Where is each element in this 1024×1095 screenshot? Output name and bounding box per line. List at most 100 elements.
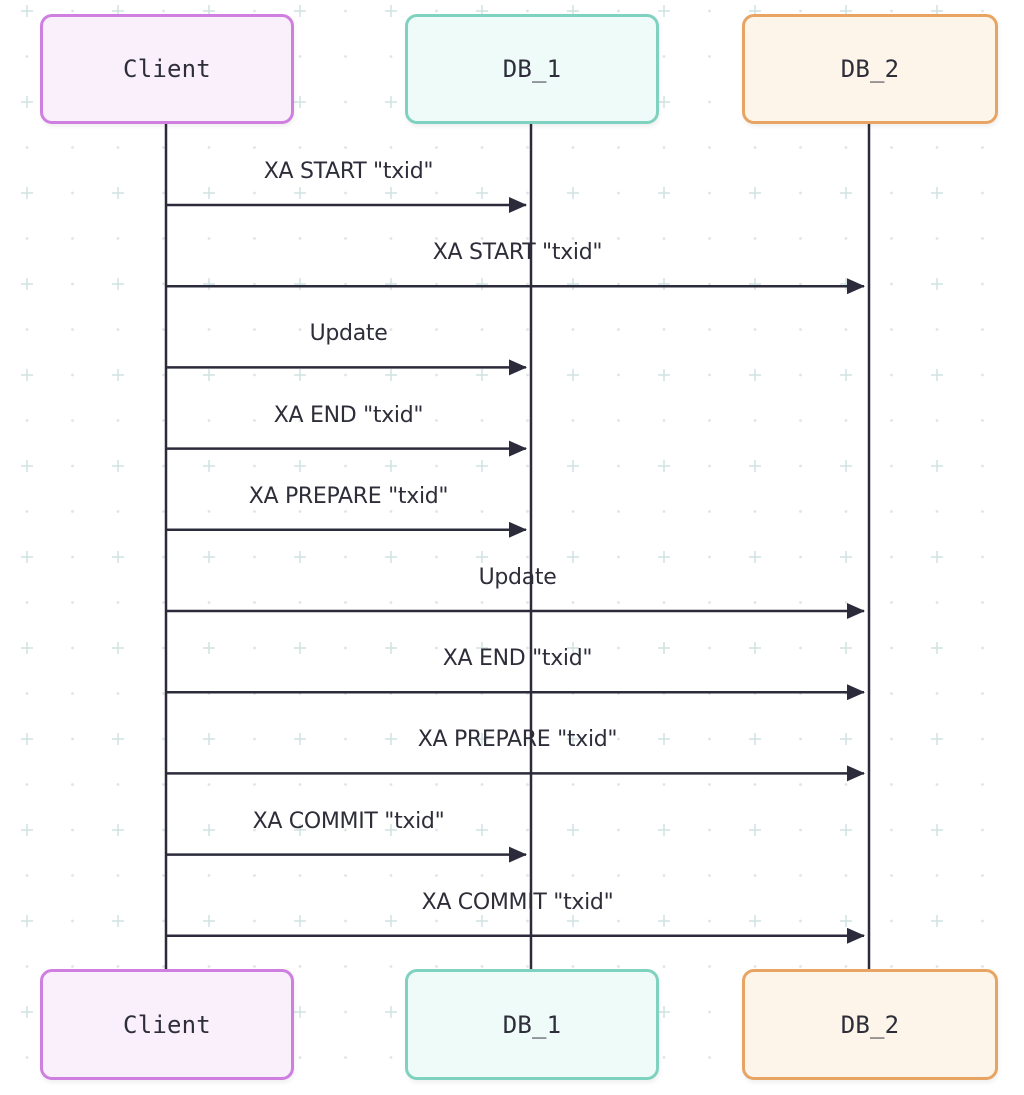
grid-dot	[526, 874, 529, 877]
grid-plus	[567, 733, 579, 745]
grid-dot	[753, 601, 757, 604]
grid-dot	[617, 464, 620, 468]
grid-dot	[298, 146, 302, 149]
grid-dot	[571, 783, 575, 786]
grid-plus	[749, 278, 761, 290]
grid-plus	[567, 369, 579, 381]
grid-dot	[571, 601, 575, 604]
actor-client-bottom[interactable]: Client	[40, 969, 294, 1080]
grid-dot	[890, 555, 893, 559]
grid-dot	[571, 874, 575, 877]
grid-dot	[799, 328, 802, 331]
grid-plus	[749, 187, 761, 199]
grid-dot	[981, 646, 984, 650]
actor-db1-bottom[interactable]: DB_1	[405, 969, 659, 1080]
grid-plus	[112, 369, 124, 381]
grid-dot	[799, 9, 802, 13]
grid-dot	[799, 373, 802, 377]
grid-dot	[708, 1056, 711, 1059]
grid-dot	[162, 237, 165, 240]
grid-dot	[526, 191, 529, 195]
grid-plus	[931, 278, 943, 290]
grid-dot	[662, 237, 666, 240]
grid-dot	[753, 874, 757, 877]
grid-dot	[526, 9, 529, 13]
grid-dot	[480, 874, 484, 877]
grid-dot	[981, 237, 984, 240]
grid-dot	[890, 601, 893, 604]
grid-plus	[294, 915, 306, 927]
grid-plus	[294, 1006, 306, 1018]
grid-dot	[753, 328, 757, 331]
grid-dot	[162, 919, 165, 923]
grid-dot	[344, 9, 347, 13]
actor-db1-top[interactable]: DB_1	[405, 14, 659, 124]
actor-label: DB_2	[840, 55, 900, 83]
grid-plus	[21, 642, 33, 654]
grid-dot	[253, 146, 256, 149]
grid-dot	[708, 55, 711, 58]
grid-dot	[298, 783, 302, 786]
grid-plus	[203, 733, 215, 745]
grid-dot	[526, 646, 529, 650]
grid-dot	[253, 419, 256, 422]
actor-db2-top[interactable]: DB_2	[742, 14, 998, 124]
actor-db2-bottom[interactable]: DB_2	[742, 969, 998, 1080]
actor-client-top[interactable]: Client	[40, 14, 294, 124]
grid-dot	[526, 919, 529, 923]
grid-plus	[658, 824, 670, 836]
grid-dot	[162, 419, 165, 422]
grid-dot	[71, 146, 74, 149]
grid-dot	[253, 9, 256, 13]
grid-dot	[71, 510, 74, 513]
grid-dot	[344, 874, 347, 877]
grid-dot	[617, 783, 620, 786]
grid-dot	[253, 510, 256, 513]
message-label: XA START "txid"	[432, 240, 603, 266]
grid-dot	[981, 328, 984, 331]
grid-plus	[112, 187, 124, 199]
grid-dot	[708, 555, 711, 559]
grid-dot	[116, 783, 120, 786]
grid-plus	[112, 824, 124, 836]
grid-dot	[662, 510, 666, 513]
grid-dot	[708, 237, 711, 240]
grid-dot	[799, 874, 802, 877]
grid-plus	[749, 733, 761, 745]
grid-dot	[162, 464, 165, 468]
grid-dot	[344, 100, 347, 104]
grid-dot	[617, 373, 620, 377]
grid-plus	[476, 733, 488, 745]
grid-dot	[799, 237, 802, 240]
grid-dot	[935, 965, 939, 968]
grid-dot	[981, 601, 984, 604]
message-label: XA PREPARE "txid"	[417, 727, 618, 753]
grid-dot	[617, 828, 620, 832]
grid-plus	[658, 369, 670, 381]
grid-dot	[25, 874, 29, 877]
grid-plus	[658, 915, 670, 927]
grid-dot	[753, 965, 757, 968]
grid-plus	[21, 1006, 33, 1018]
grid-dot	[344, 646, 347, 650]
grid-dot	[344, 328, 347, 331]
grid-dot	[662, 146, 666, 149]
grid-dot	[207, 601, 211, 604]
grid-dot	[708, 282, 711, 286]
grid-dot	[207, 146, 211, 149]
grid-plus	[476, 824, 488, 836]
grid-dot	[708, 100, 711, 104]
grid-dot	[844, 510, 848, 513]
grid-dot	[981, 919, 984, 923]
grid-dot	[799, 464, 802, 468]
grid-dot	[71, 783, 74, 786]
grid-dot	[890, 146, 893, 149]
grid-plus	[21, 824, 33, 836]
message-label: Update	[478, 565, 557, 590]
grid-dot	[389, 328, 393, 331]
grid-dot	[617, 874, 620, 877]
grid-dot	[526, 737, 529, 741]
grid-plus	[658, 460, 670, 472]
grid-plus	[21, 187, 33, 199]
grid-plus	[840, 915, 852, 927]
